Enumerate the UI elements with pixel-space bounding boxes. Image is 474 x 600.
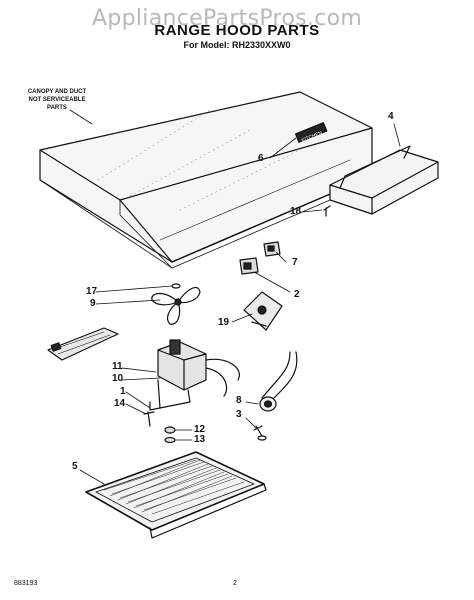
part-9-fan-blade: [151, 287, 201, 325]
leader-lines: [69, 109, 401, 485]
callout-12: 12: [194, 424, 206, 435]
part-2-switch: [239, 257, 259, 275]
part-13-washer: [164, 436, 176, 444]
callout-14: 14: [114, 398, 126, 409]
part-8-lamp-socket: [259, 351, 298, 412]
callout-10: 10: [112, 373, 124, 384]
callout-6: 6: [258, 153, 264, 164]
part-4-bracket: [329, 145, 439, 215]
callout-3: 3: [236, 409, 242, 420]
part-17-washer: [171, 283, 181, 289]
callout-5: 5: [72, 461, 78, 472]
part-18-screw: [323, 205, 331, 217]
callout-17: 17: [86, 286, 98, 297]
part-5-grease-filter: [85, 451, 267, 539]
part-3-screw: [253, 425, 267, 441]
callout-13: 13: [194, 434, 206, 445]
callout-7: 7: [292, 257, 298, 268]
part-11-light-lens: [47, 327, 119, 361]
watermark: AppliancePartsPros.com: [92, 6, 363, 31]
callout-2: 2: [294, 289, 300, 300]
page-number: 2: [233, 580, 237, 587]
canopy-note: CANOPY AND DUCT NOT SERVICEABLE PARTS: [27, 89, 87, 111]
callout-9: 9: [90, 298, 96, 309]
diagram-title: RANGE HOOD PARTS: [154, 22, 320, 39]
callout-8: 8: [236, 395, 242, 406]
model-subtitle: For Model: RH2330XXW0: [183, 40, 291, 50]
callout-11: 11: [112, 361, 123, 372]
document-code: 883193: [14, 580, 38, 587]
callout-19: 19: [218, 317, 230, 328]
callout-18: 18: [290, 206, 302, 217]
part-19-socket-bracket: [243, 291, 283, 331]
range-hood-canopy: [39, 91, 373, 269]
part-12-nut: [164, 426, 176, 434]
part-1-motor-bracket: [149, 379, 191, 411]
callout-1: 1: [120, 386, 126, 397]
callout-4: 4: [388, 111, 394, 122]
part-10-motor: [157, 339, 240, 397]
